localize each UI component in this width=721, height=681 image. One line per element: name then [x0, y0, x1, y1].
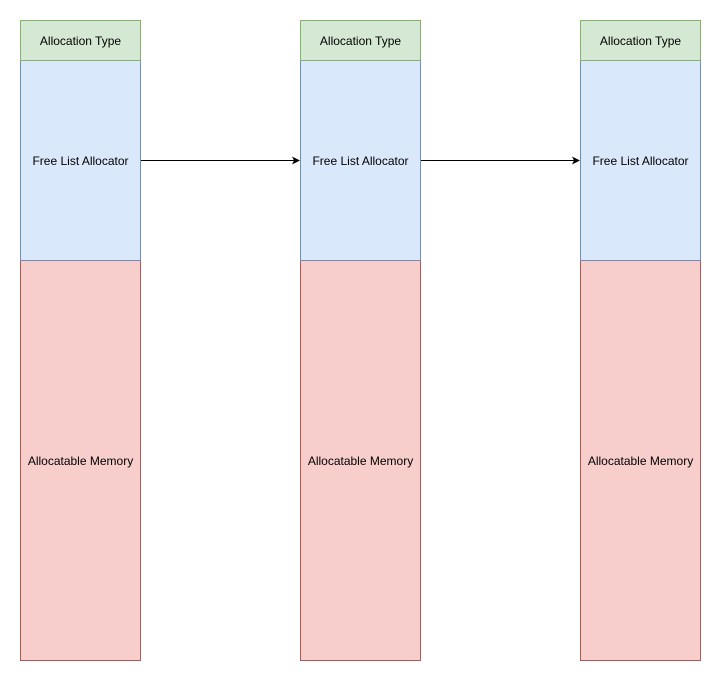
memory-block-2: Allocation Type Free List Allocator Allo…	[300, 20, 421, 661]
allocatable-memory-box: Allocatable Memory	[20, 261, 141, 661]
free-list-allocator-box: Free List Allocator	[300, 61, 421, 261]
allocation-type-box: Allocation Type	[300, 20, 421, 61]
allocatable-memory-box: Allocatable Memory	[300, 261, 421, 661]
memory-block-3: Allocation Type Free List Allocator Allo…	[580, 20, 701, 661]
allocation-type-label: Allocation Type	[39, 33, 122, 48]
free-list-allocator-box: Free List Allocator	[20, 61, 141, 261]
memory-block-1: Allocation Type Free List Allocator Allo…	[20, 20, 141, 661]
free-list-allocator-label: Free List Allocator	[312, 153, 409, 168]
allocation-type-label: Allocation Type	[319, 33, 402, 48]
allocatable-memory-label: Allocatable Memory	[307, 453, 414, 468]
allocatable-memory-label: Allocatable Memory	[587, 453, 694, 468]
allocatable-memory-label: Allocatable Memory	[27, 453, 134, 468]
free-list-allocator-label: Free List Allocator	[592, 153, 689, 168]
allocatable-memory-box: Allocatable Memory	[580, 261, 701, 661]
allocation-type-label: Allocation Type	[599, 33, 682, 48]
allocation-type-box: Allocation Type	[580, 20, 701, 61]
free-list-allocator-label: Free List Allocator	[32, 153, 129, 168]
allocation-type-box: Allocation Type	[20, 20, 141, 61]
free-list-allocator-box: Free List Allocator	[580, 61, 701, 261]
arrow-block-1-to-block-2	[141, 156, 300, 165]
arrow-block-2-to-block-3	[421, 156, 580, 165]
